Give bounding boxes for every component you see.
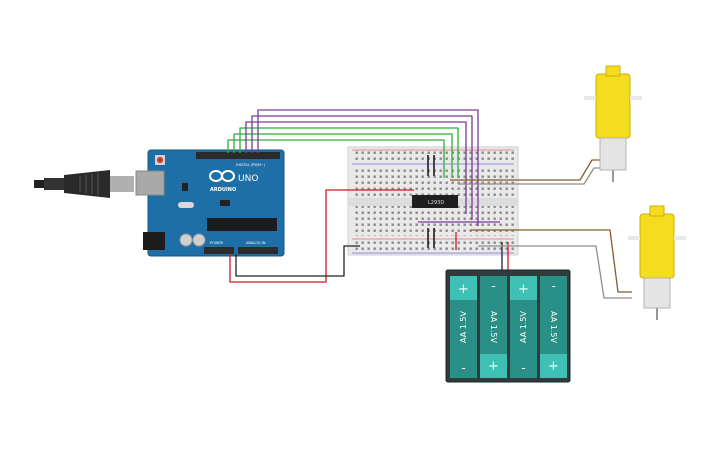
wire-purple-2 [251, 115, 473, 220]
wire-brown-motor1 [450, 159, 600, 181]
digital-pins-label: DIGITAL (PWM~) [236, 163, 266, 167]
cell-minus-sign: - [461, 361, 465, 375]
power-pins-label: POWER [210, 241, 224, 245]
cell-minus-sign: - [491, 279, 495, 293]
wire-black-gnd [235, 245, 360, 277]
wire-green-2 [233, 133, 453, 178]
cell-voltage-label: AA 1.5V [549, 311, 558, 343]
wire-brown-motor2 [470, 229, 632, 293]
battery-pack-4xaa[interactable]: + - AA 1.5V + - AA 1.5V + - AA 1.5V + - AA 1.5V [445, 269, 571, 383]
wire-red-5v [229, 189, 414, 283]
analog-header [238, 247, 278, 254]
l293d-motor-driver-ic[interactable]: L293D [412, 195, 458, 208]
arduino-brand-label: ARDUINO [210, 187, 236, 193]
arduino-model-label: UNO [238, 174, 258, 184]
cell-voltage-label: AA 1.5V [489, 311, 498, 343]
cell-minus-sign: - [521, 361, 525, 375]
ic-label: L293D [428, 200, 444, 206]
wire-gray-motor1 [458, 167, 600, 185]
usb-cable [34, 170, 134, 198]
cell-plus-sign: + [518, 282, 529, 297]
battery-cell: + - AA 1.5V [510, 276, 537, 378]
battery-cell: + - AA 1.5V [540, 276, 567, 378]
cell-plus-sign: + [488, 359, 499, 374]
wires [227, 109, 632, 299]
cell-positive-end [540, 354, 567, 378]
battery-cell: + - AA 1.5V [450, 276, 477, 378]
cell-positive-end [510, 276, 537, 300]
wire-green-1 [227, 139, 445, 178]
arduino-uno-board[interactable]: ARDUINO UNO DIGITAL (PWM~) POWER ANALOG … [135, 149, 285, 257]
wire-green-3 [239, 127, 459, 178]
cell-voltage-label: AA 1.5V [519, 311, 528, 343]
digital-header [196, 152, 280, 159]
atmega-chip [207, 218, 277, 231]
breadboard-jumpers [427, 155, 435, 248]
cell-voltage-label: AA 1.5V [459, 311, 468, 343]
cell-positive-end [480, 354, 507, 378]
dc-motor-1[interactable] [584, 65, 642, 182]
cell-plus-sign: + [548, 359, 559, 374]
wire-purple-3 [257, 109, 479, 226]
cell-plus-sign: + [458, 282, 469, 297]
analog-pins-label: ANALOG IN [246, 241, 266, 245]
wire-gray-motor2 [478, 245, 632, 299]
cell-positive-end [450, 276, 477, 300]
cell-minus-sign: - [551, 279, 555, 293]
arduino-logo-icon [209, 170, 235, 182]
battery-cell: + - AA 1.5V [480, 276, 507, 378]
wire-purple-1 [245, 121, 467, 214]
dc-motor-2[interactable] [628, 205, 686, 320]
power-header [204, 247, 234, 254]
